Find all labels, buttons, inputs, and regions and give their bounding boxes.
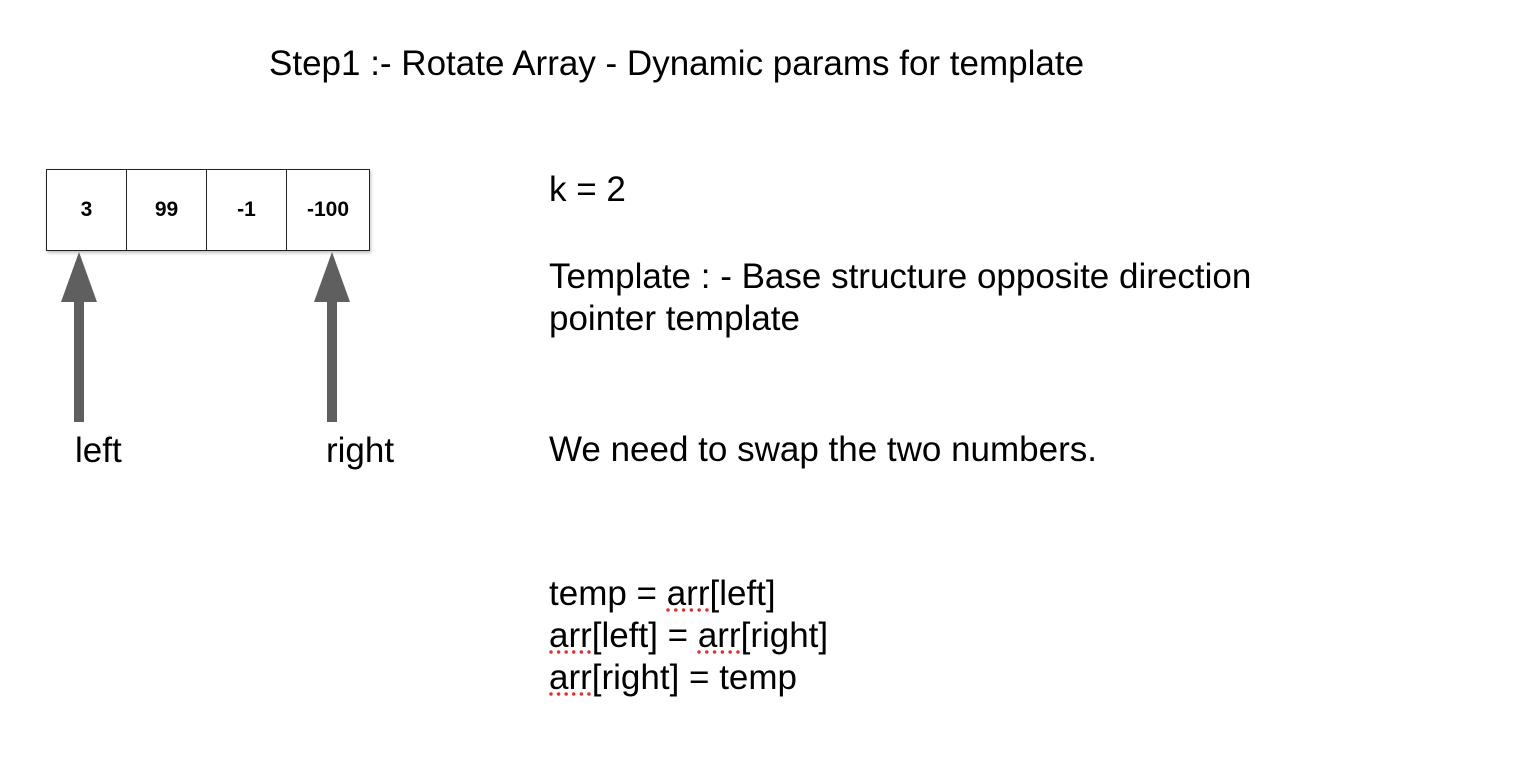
array-diagram: 3 99 -1 -100: [46, 169, 370, 251]
code-token: [left] =: [591, 616, 698, 655]
template-line: Template : - Base structure opposite dir…: [549, 257, 1252, 296]
left-pointer-label: left: [75, 431, 122, 470]
array-cell: -100: [306, 198, 350, 221]
code-token: arr: [549, 658, 592, 697]
right-pointer-label: right: [326, 431, 395, 470]
code-line: temp = arr[left]: [549, 573, 828, 615]
code-token: [left]: [709, 574, 776, 613]
code-token: [right]: [740, 616, 829, 655]
template-line: pointer template: [549, 299, 800, 338]
code-token: arr: [549, 616, 592, 655]
swap-note: We need to swap the two numbers.: [549, 430, 1097, 469]
code-token: temp =: [549, 574, 667, 613]
array-cell: -1: [207, 170, 287, 250]
code-line: arr[left] = arr[right]: [549, 615, 828, 657]
k-value: k = 2: [549, 170, 626, 209]
code-token: arr: [666, 574, 710, 613]
array-cell: 99: [127, 170, 207, 250]
slide-title: Step1 :- Rotate Array - Dynamic params f…: [269, 44, 1085, 83]
right-pointer-arrow-icon: [314, 252, 350, 422]
code-line: arr[right] = temp: [549, 657, 828, 699]
template-description: Template : - Base structure opposite dir…: [549, 256, 1251, 340]
code-token: [right] = temp: [591, 658, 798, 697]
swap-code: temp = arr[left] arr[left] = arr[right] …: [549, 573, 828, 699]
code-token: arr: [697, 616, 741, 655]
array-cell: 3: [47, 170, 127, 250]
left-pointer-arrow-icon: [61, 252, 97, 422]
